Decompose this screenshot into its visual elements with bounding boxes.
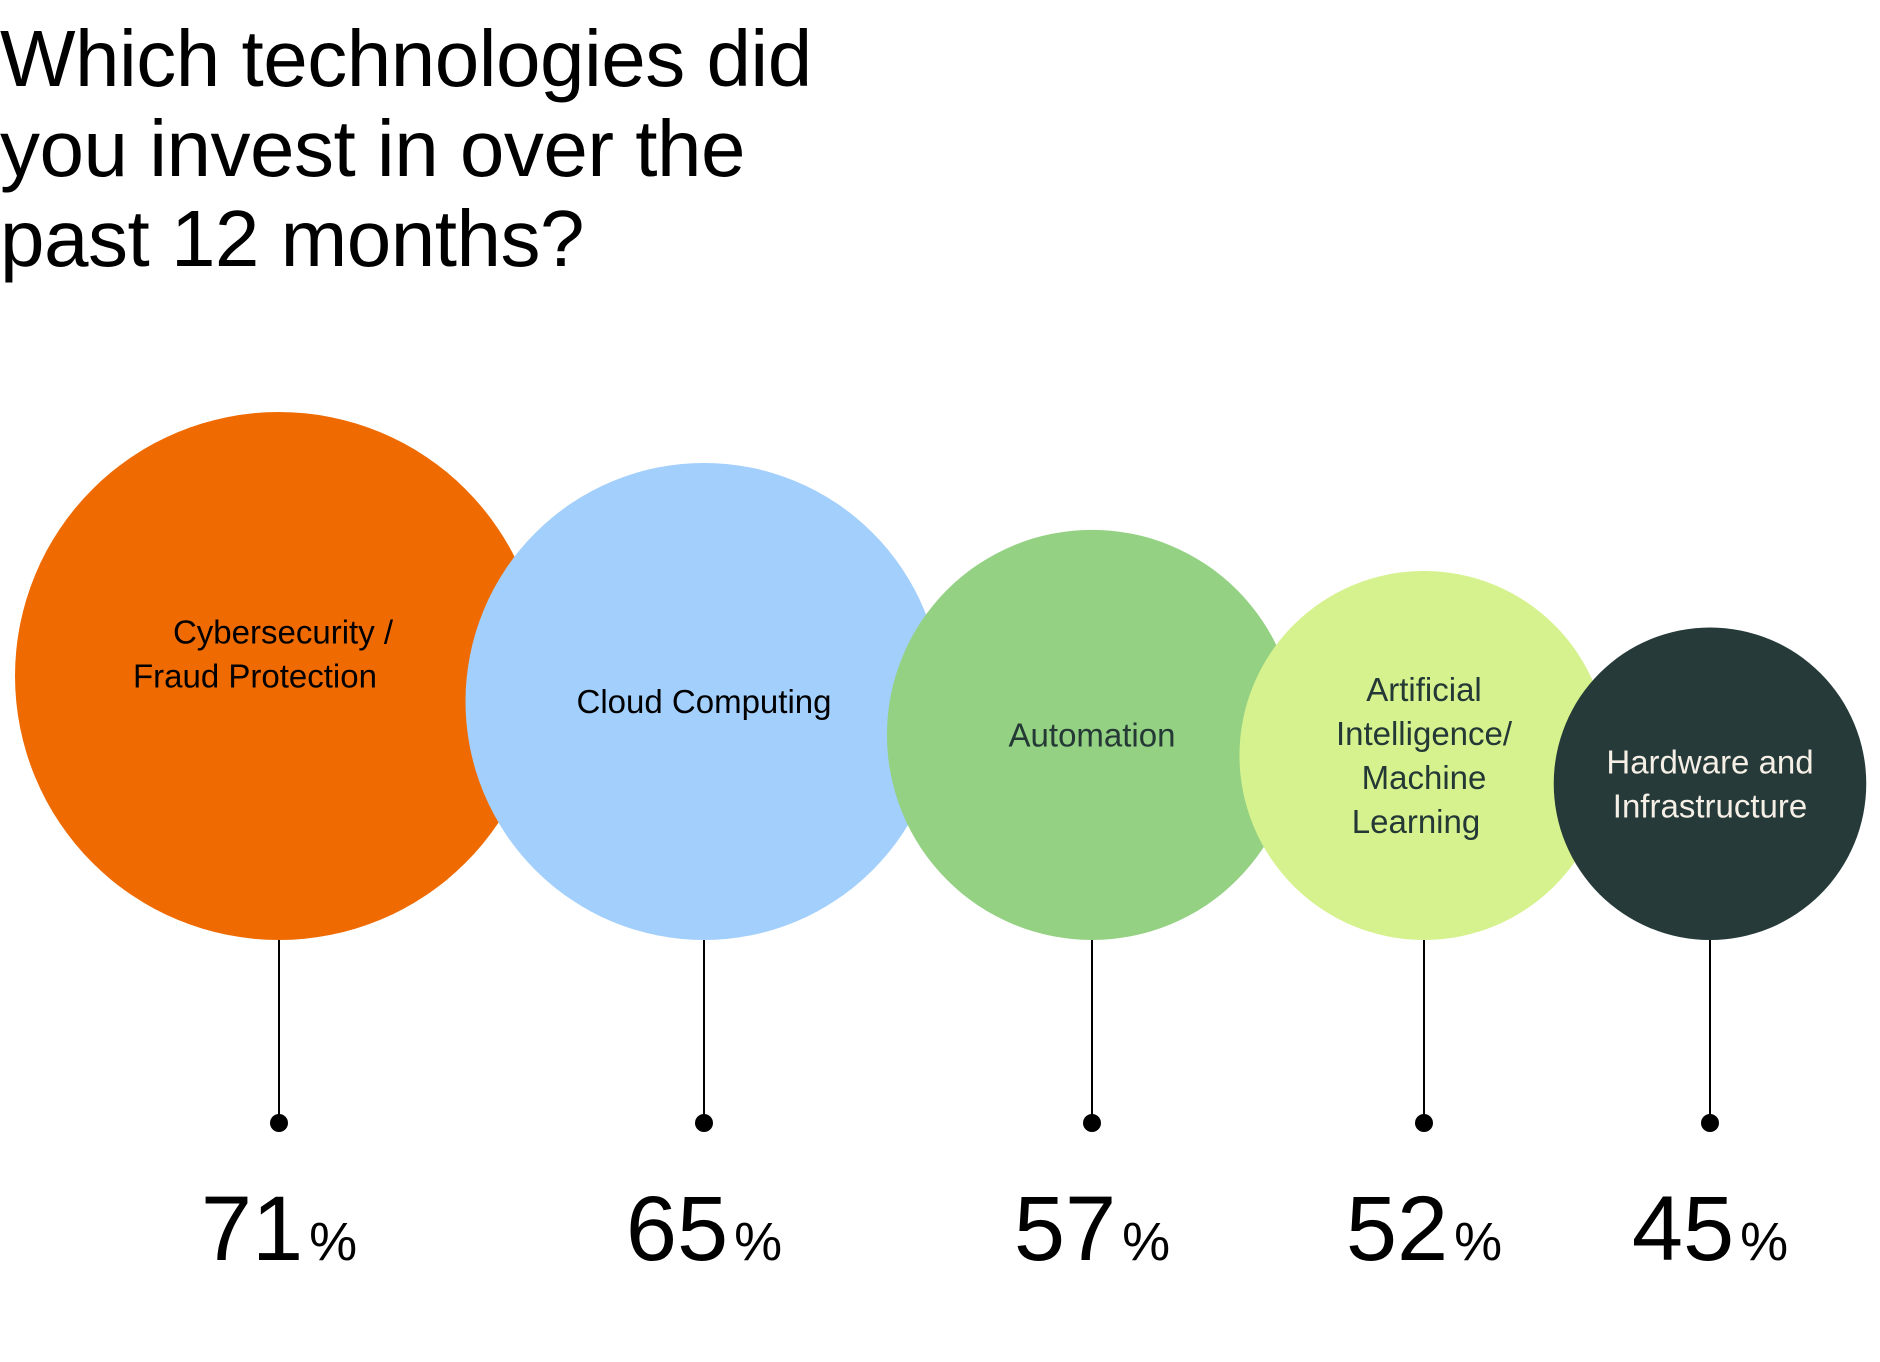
chart-title: Which technologies did you invest in ove… bbox=[0, 14, 920, 284]
value-percent-sign: % bbox=[1740, 1212, 1788, 1272]
chart-title-line: past 12 months? bbox=[0, 194, 584, 283]
bubble-label: Artificial bbox=[1366, 671, 1482, 708]
bubble-label: Cloud Computing bbox=[577, 683, 832, 720]
connector-dot bbox=[695, 1114, 713, 1132]
value-percent-sign: % bbox=[1122, 1212, 1170, 1272]
bubble-label: Learning bbox=[1352, 803, 1480, 840]
value-label: 71% bbox=[201, 1178, 357, 1280]
value-number: 71 bbox=[201, 1178, 303, 1280]
value-percent-sign: % bbox=[309, 1212, 357, 1272]
connector-dot bbox=[1415, 1114, 1433, 1132]
value-label: 52% bbox=[1346, 1178, 1502, 1280]
bubble-label: Intelligence/ bbox=[1336, 715, 1513, 752]
connector-dot bbox=[1083, 1114, 1101, 1132]
bubble-circle bbox=[1553, 627, 1867, 940]
bubble-circle bbox=[1239, 570, 1609, 940]
value-label: 65% bbox=[626, 1178, 782, 1280]
bubble-label: Fraud Protection bbox=[133, 658, 377, 695]
value-labels-layer: 71%65%57%52%45% bbox=[201, 1178, 1788, 1280]
value-number: 45 bbox=[1632, 1178, 1734, 1280]
bubble-label: Infrastructure bbox=[1613, 787, 1807, 824]
connector-dot bbox=[1701, 1114, 1719, 1132]
bubble-label: Automation bbox=[1009, 716, 1176, 753]
connectors-layer bbox=[270, 940, 1719, 1132]
bubble: Cloud Computing bbox=[465, 462, 943, 940]
value-percent-sign: % bbox=[1454, 1212, 1502, 1272]
bubble: Automation bbox=[886, 529, 1298, 940]
value-number: 52 bbox=[1346, 1178, 1448, 1280]
value-percent-sign: % bbox=[734, 1212, 782, 1272]
bubble-label: Cybersecurity / bbox=[173, 614, 394, 651]
bubble-circle bbox=[15, 412, 543, 940]
bubble-circle bbox=[886, 529, 1298, 940]
connector-dot bbox=[270, 1114, 288, 1132]
value-label: 45% bbox=[1632, 1178, 1788, 1280]
bubble-circle bbox=[465, 462, 943, 940]
bubble-label: Hardware and bbox=[1606, 743, 1813, 780]
value-number: 65 bbox=[626, 1178, 728, 1280]
value-number: 57 bbox=[1014, 1178, 1116, 1280]
value-label: 57% bbox=[1014, 1178, 1170, 1280]
bubble: Cybersecurity / Fraud Protection bbox=[15, 412, 543, 940]
chart-title-line: Which technologies did bbox=[0, 14, 812, 103]
chart-title-line: you invest in over the bbox=[0, 104, 745, 193]
bubble-label: Machine bbox=[1362, 759, 1487, 796]
